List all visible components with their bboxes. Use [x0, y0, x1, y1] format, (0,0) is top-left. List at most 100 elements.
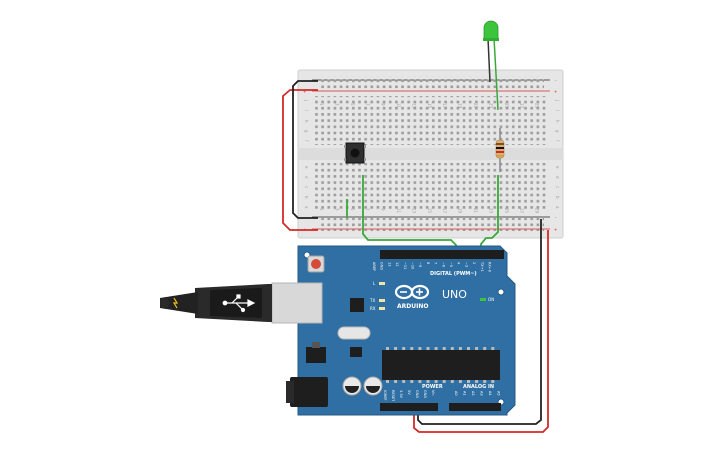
digital-pin-label: TX→1 — [480, 261, 484, 272]
led-cathode-lead — [487, 37, 491, 83]
power-header — [380, 403, 438, 411]
row-letter: g — [304, 130, 309, 133]
column-number: 17 — [442, 103, 447, 109]
power-jack[interactable] — [290, 377, 328, 407]
lightning-icon — [172, 297, 179, 309]
usb-cable[interactable] — [160, 282, 323, 324]
resistor-band — [496, 143, 504, 145]
digital-pin-label: AREF — [372, 262, 376, 271]
chip-pin — [450, 380, 454, 383]
row-letter: f — [555, 140, 560, 142]
power-label: POWER — [422, 384, 443, 390]
rail-plus-bottom-right: + — [554, 227, 557, 232]
chip-pin — [491, 380, 495, 383]
wire-red-left[interactable] — [282, 89, 318, 231]
column-number: 21 — [473, 208, 478, 214]
column-number: 13 — [411, 208, 416, 214]
pushbutton[interactable] — [344, 142, 366, 164]
column-number: 19 — [458, 208, 463, 214]
digital-pin-label: ~6 — [441, 262, 445, 267]
resistor-band — [496, 147, 504, 149]
row-letter: a — [304, 206, 309, 209]
digital-pin-label: 7 — [434, 262, 438, 264]
resistor[interactable] — [495, 128, 505, 172]
column-number: 29 — [535, 208, 540, 214]
digital-pin-label: GND — [380, 262, 384, 270]
row-letter: h — [555, 120, 560, 123]
row-letter: b — [555, 196, 560, 199]
power-pin-label: 3.3V — [399, 390, 403, 399]
analog-pin-label: A0 — [454, 391, 458, 396]
row-letter: i — [555, 110, 560, 111]
chip-pin — [450, 347, 454, 350]
column-number: 29 — [535, 103, 540, 109]
bottom-terminal-strip — [315, 163, 546, 212]
analog-pin-label: A2 — [471, 391, 475, 396]
row-letter: c — [304, 186, 309, 188]
chip-pin — [402, 347, 406, 350]
wire-black-gnd[interactable] — [417, 219, 542, 425]
mount-hole — [497, 288, 505, 296]
row-letter: c — [555, 186, 560, 188]
analog-pin-label: A3 — [480, 391, 484, 396]
column-number: 1 — [319, 103, 324, 106]
on-led — [480, 298, 486, 301]
chip-pin — [402, 380, 406, 383]
usb-cable-strain — [160, 292, 198, 314]
model-label: UNO — [442, 288, 467, 301]
chip-pin — [386, 380, 389, 383]
digital-pin-label: ~9 — [418, 262, 422, 267]
column-number: 5 — [350, 208, 355, 211]
row-letter: d — [304, 176, 309, 179]
on-label: ON — [488, 297, 494, 302]
voltage-regulator — [306, 347, 326, 363]
regulator-tab — [312, 342, 320, 348]
chip-pin — [418, 380, 422, 383]
pushbutton-leg — [344, 145, 346, 148]
top-terminal-strip — [315, 96, 546, 145]
wire-black-left[interactable] — [292, 80, 318, 219]
row-letter: a — [555, 206, 560, 209]
digital-pin-label: 13 — [387, 262, 391, 266]
row-letter: d — [555, 176, 560, 179]
column-number: 21 — [473, 103, 478, 109]
power-pin-label: GND — [415, 390, 419, 398]
reset-button-cap — [311, 259, 321, 269]
chip-pin — [442, 380, 446, 383]
chip-pin — [394, 380, 398, 383]
chip-pin — [434, 380, 438, 383]
usb-cable-end — [160, 297, 170, 309]
column-number: 13 — [411, 103, 416, 109]
top-rail-holes — [318, 76, 544, 89]
crystal — [337, 326, 371, 340]
l-led — [379, 282, 385, 285]
wire-red-5v[interactable] — [413, 230, 549, 433]
small-component — [350, 347, 362, 357]
power-pin-label: RESET — [391, 390, 395, 402]
column-number: 23 — [488, 208, 493, 214]
digital-pin-label: 8 — [426, 262, 430, 264]
digital-pin-label: 4 — [457, 262, 461, 265]
digital-pin-label: ~11 — [403, 262, 407, 269]
rx-led — [379, 307, 385, 310]
led[interactable] — [483, 20, 499, 111]
chip-pin — [394, 347, 398, 350]
pushbutton-leg — [364, 145, 366, 148]
analog-pin-label: A5 — [497, 391, 501, 396]
rail-minus-top-right: − — [554, 78, 557, 83]
capacitor-mark — [345, 386, 359, 393]
column-number: 15 — [427, 208, 432, 214]
usb-icon — [222, 294, 256, 313]
capacitor-mark — [366, 386, 380, 393]
chip-pin — [467, 347, 470, 350]
digital-pin-label: 2 — [472, 262, 476, 264]
digital-header — [380, 250, 504, 259]
chip-pins — [386, 347, 495, 383]
